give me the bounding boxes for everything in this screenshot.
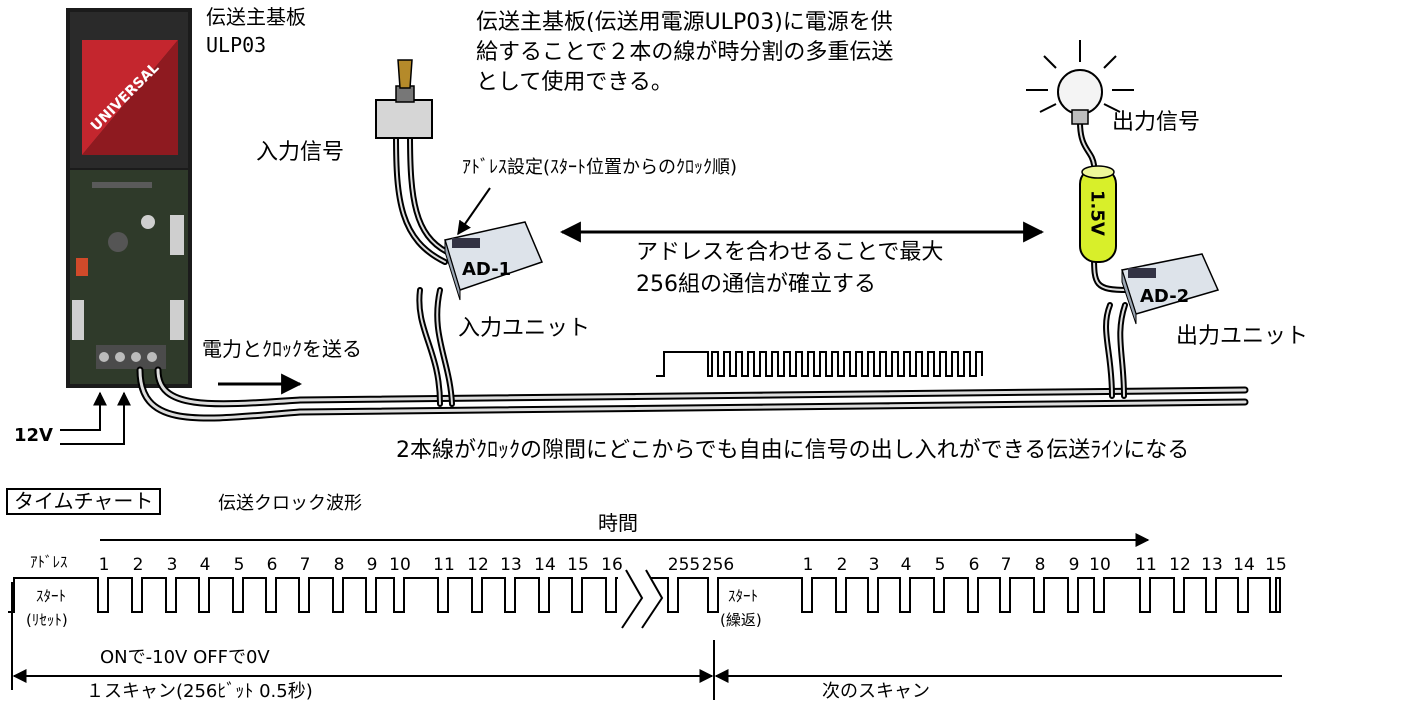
clock-number-first-13: 13 [500, 555, 522, 575]
supply-12v-arrows [60, 391, 131, 445]
clock-number-next-11: 11 [1135, 555, 1157, 575]
one-scan-label: １スキャン(256ﾋﾞｯﾄ 0.5秒) [86, 681, 313, 702]
clock-number-first-9: 9 [367, 555, 378, 575]
start-repeat-label: ｽﾀｰﾄ [728, 587, 759, 605]
clock-number-next-6: 6 [969, 555, 980, 575]
mini-clock-waveform [656, 351, 983, 377]
clock-number-next-15: 15 [1265, 555, 1287, 575]
board-model: ULP03 [206, 33, 267, 57]
address-setting-label: ｱﾄﾞﾚｽ設定(ｽﾀｰﾄ位置からのｸﾛｯｸ順) [462, 157, 738, 178]
transmission-line-description: 2本線がｸﾛｯｸの隙間にどこからでも自由に信号の出し入れができる伝送ﾗｲﾝになる [396, 438, 1190, 463]
clock-number-next-9: 9 [1069, 555, 1080, 575]
start-repeat-sublabel: (繰返) [720, 611, 762, 629]
clock-number-first-10: 10 [389, 555, 411, 575]
power-clock-label: 電力とｸﾛｯｸを送る [202, 337, 362, 361]
clock-number-first-14: 14 [534, 555, 556, 575]
clock-number-first-16: 16 [601, 555, 623, 575]
time-label: 時間 [598, 511, 638, 535]
clock-number-next-8: 8 [1035, 555, 1046, 575]
clock-number-next-1: 1 [803, 555, 814, 575]
battery-label: 1.5V [1086, 190, 1108, 236]
battery-icon [1079, 165, 1117, 263]
voltage-note: ONで-10V OFFで0V [100, 647, 270, 668]
transmission-line [136, 119, 1249, 422]
start-reset-label: ｽﾀｰﾄ [36, 587, 67, 605]
timechart-title: タイムチャート [6, 488, 162, 515]
clock-number-next-13: 13 [1201, 555, 1223, 575]
description-line-1: 伝送主基板(伝送用電源ULP03)に電源を供 [476, 10, 893, 35]
clock-number-next-2: 2 [837, 555, 848, 575]
input-unit-ad1: AD-1 [444, 221, 544, 301]
address-setting-pointer [457, 187, 491, 236]
clock-number-first-8: 8 [334, 555, 345, 575]
clock-number-first-12: 12 [467, 555, 489, 575]
description-line-3: として使用できる。 [476, 70, 673, 95]
clock-number-first-6: 6 [267, 555, 278, 575]
clock-number-next-5: 5 [935, 555, 946, 575]
clock-number-first-1: 1 [99, 555, 110, 575]
clock-number-next-12: 12 [1169, 555, 1191, 575]
waveform-break-mark [621, 569, 664, 629]
toggle-switch-icon [375, 59, 433, 139]
main-board: UNIVERSAL [66, 8, 192, 388]
description-line-2: 給することで２本の線が時分割の多重伝送 [476, 40, 894, 65]
clock-number-next-7: 7 [1001, 555, 1012, 575]
input-signal-label: 入力信号 [256, 140, 345, 165]
start-reset-sublabel: (ﾘｾｯﾄ) [26, 611, 68, 629]
supply-voltage-label: 12V [14, 425, 53, 446]
clock-number-first-5: 5 [234, 555, 245, 575]
clock-number-first-4: 4 [200, 555, 211, 575]
clock-number-next-3: 3 [869, 555, 880, 575]
clock-number-end-255: 255 [668, 555, 700, 575]
timechart-waveform [8, 577, 1281, 613]
board-title: 伝送主基板 [206, 5, 306, 29]
clock-number-end-256: 256 [702, 555, 734, 575]
lamp-icon [1026, 40, 1134, 125]
clock-number-next-10: 10 [1089, 555, 1111, 575]
waveform-label: 伝送クロック波形 [218, 493, 362, 514]
clock-number-next-4: 4 [901, 555, 912, 575]
address-label: ｱﾄﾞﾚｽ [30, 553, 68, 571]
clock-number-first-15: 15 [567, 555, 589, 575]
clock-number-next-14: 14 [1233, 555, 1255, 575]
next-scan-label: 次のスキャン [822, 681, 930, 702]
output-unit-label: 出力ユニット [1176, 324, 1309, 349]
output-signal-label: 出力信号 [1112, 110, 1201, 135]
input-unit-label: 入力ユニット [458, 316, 591, 341]
address-match-line-1: アドレスを合わせることで最大 [636, 240, 944, 265]
clock-number-first-11: 11 [433, 555, 455, 575]
address-match-line-2: 256組の通信が確立する [636, 272, 876, 297]
clock-number-first-2: 2 [133, 555, 144, 575]
svg-text:AD-1: AD-1 [462, 259, 511, 280]
clock-number-first-7: 7 [300, 555, 311, 575]
output-unit-ad2: AD-2 [1121, 253, 1220, 325]
svg-text:AD-2: AD-2 [1140, 286, 1189, 307]
clock-number-first-3: 3 [167, 555, 178, 575]
